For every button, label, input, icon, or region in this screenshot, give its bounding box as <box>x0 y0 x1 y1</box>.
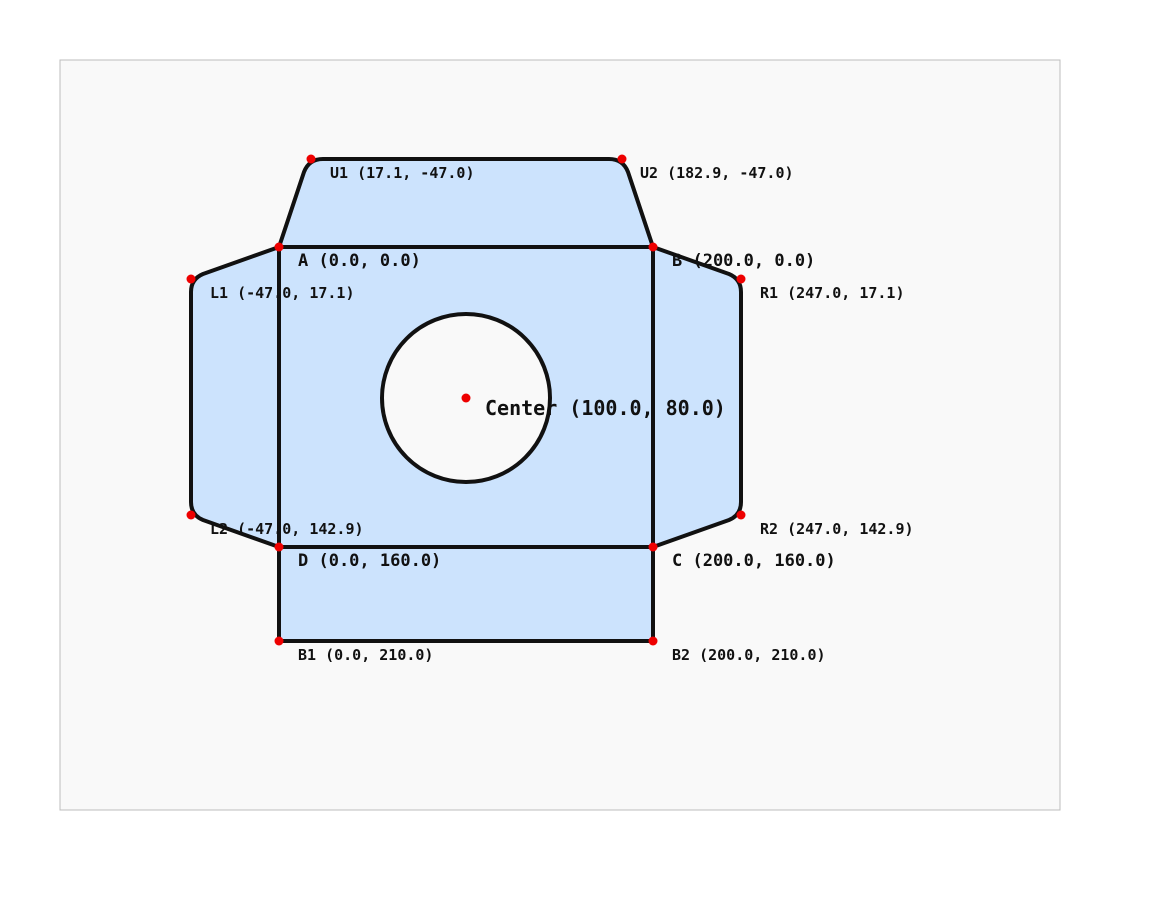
top-flap <box>277 157 655 249</box>
vertex-l2 <box>186 510 196 520</box>
label-r2: R2 (247.0, 142.9) <box>760 520 914 538</box>
label-u1: U1 (17.1, -47.0) <box>330 164 475 182</box>
right-flap <box>651 245 743 549</box>
vertex-b2 <box>648 636 658 646</box>
label-u2: U2 (182.9, -47.0) <box>640 164 794 182</box>
left-flap <box>189 245 281 549</box>
vertex-b <box>648 242 658 252</box>
vertex-r1 <box>736 274 746 284</box>
label-l1: L1 (-47.0, 17.1) <box>210 284 355 302</box>
vertex-u1 <box>306 154 316 164</box>
vertex-center <box>461 393 471 403</box>
label-l2: L2 (-47.0, 142.9) <box>210 520 364 538</box>
label-b1: B1 (0.0, 210.0) <box>298 646 433 664</box>
vertex-r2 <box>736 510 746 520</box>
label-center: Center (100.0, 80.0) <box>485 396 726 420</box>
label-b: B (200.0, 0.0) <box>672 251 815 271</box>
label-a: A (0.0, 0.0) <box>298 251 421 271</box>
vertex-a <box>274 242 284 252</box>
bottom-flap <box>277 545 655 643</box>
label-r1: R1 (247.0, 17.1) <box>760 284 905 302</box>
vertex-d <box>274 542 284 552</box>
vertex-c <box>648 542 658 552</box>
vertex-l1 <box>186 274 196 284</box>
label-c: C (200.0, 160.0) <box>672 551 836 571</box>
vertex-u2 <box>617 154 627 164</box>
vertex-b1 <box>274 636 284 646</box>
label-b2: B2 (200.0, 210.0) <box>672 646 826 664</box>
label-d: D (0.0, 160.0) <box>298 551 441 571</box>
